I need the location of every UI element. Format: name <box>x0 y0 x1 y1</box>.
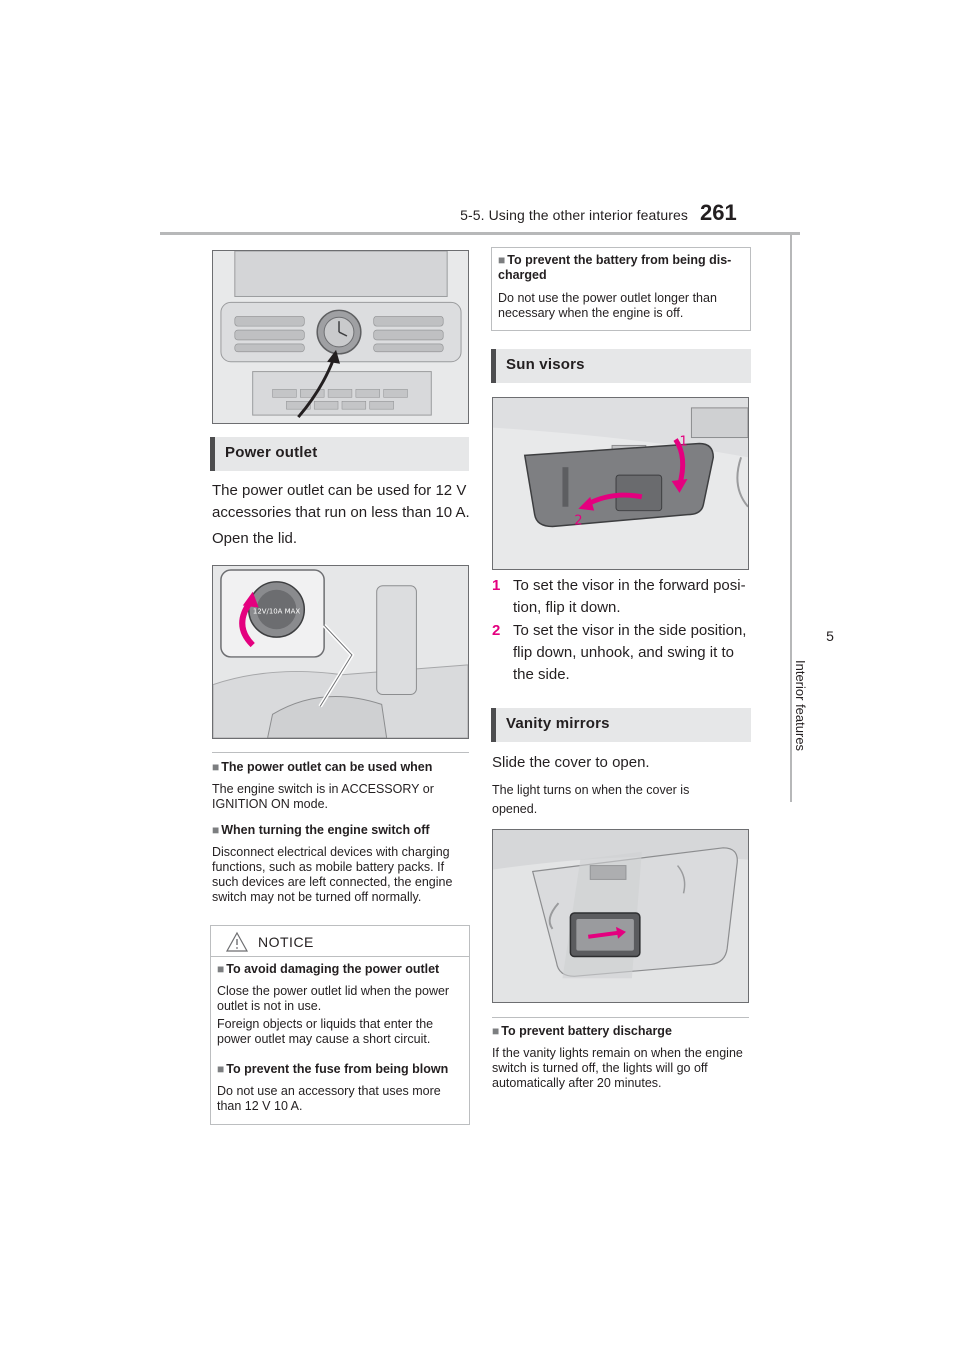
section-title: 5-5. Using the other interior features <box>460 207 688 223</box>
header-rule <box>160 232 800 235</box>
sun-visors-heading: Sun visors <box>491 349 751 383</box>
discharge-text: If the vanity lights remain on when the … <box>492 1046 743 1090</box>
step1-text: To set the visor in the forward posi-tio… <box>513 577 746 616</box>
usable-when-heading: ■The power outlet can be used when <box>212 760 472 774</box>
notice-item1-heading: ■To avoid damaging the power outlet <box>217 962 467 976</box>
battery-heading-text: To prevent the battery from being dis-ch… <box>498 253 732 282</box>
visor-callout-2: 2 <box>574 514 582 529</box>
notice-title: NOTICE <box>258 934 314 950</box>
discharge-heading-text: To prevent battery discharge <box>501 1024 672 1038</box>
power-outlet-illustration: 12V/10A MAX <box>212 565 469 739</box>
switch-off-heading-text: When turning the engine switch off <box>221 823 430 837</box>
power-outlet-heading-text: Power outlet <box>225 444 318 461</box>
notice-rule <box>211 956 469 957</box>
bullet-square-icon: ■ <box>217 962 225 976</box>
outlet-lid-label: 12V/10A MAX <box>253 607 300 615</box>
step1-number: 1 <box>492 577 501 594</box>
bullet-square-icon: ■ <box>212 760 220 774</box>
note-rule <box>212 752 469 753</box>
switch-off-text: Disconnect electrical devices with charg… <box>212 845 453 904</box>
vanity-mirror-illustration <box>492 829 749 1003</box>
battery-text: Do not use the power outlet longer than … <box>498 291 717 320</box>
switch-off-heading: ■When turning the engine switch off <box>212 823 472 837</box>
bullet-square-icon: ■ <box>217 1062 225 1076</box>
vanity-mirrors-heading-text: Vanity mirrors <box>506 715 610 732</box>
visor-callout-1: 1 <box>680 434 688 449</box>
usable-when-heading-text: The power outlet can be used when <box>221 760 433 774</box>
side-rule <box>790 232 792 802</box>
vanity-note-rule <box>492 1017 749 1018</box>
step2-text: To set the visor in the side position, f… <box>513 622 747 683</box>
notice-item1-text-b: Foreign objects or liquids that enter th… <box>217 1017 434 1046</box>
notice-box: NOTICE ■To avoid damaging the power outl… <box>210 925 470 1125</box>
chapter-number: 5 <box>826 628 834 644</box>
notice-item1-text-a: Close the power outlet lid when the powe… <box>217 984 450 1013</box>
bullet-square-icon: ■ <box>498 253 506 267</box>
notice-item2-heading: ■To prevent the fuse from being blown <box>217 1062 467 1076</box>
chapter-label: Interior features <box>793 660 825 800</box>
chapter-label-text: Interior features <box>793 660 808 752</box>
warning-triangle-icon <box>225 931 249 953</box>
notice-item2-text: Do not use an accessory that uses more t… <box>217 1084 441 1113</box>
dashboard-clock-illustration <box>212 250 469 424</box>
power-outlet-description: The power outlet can be used for 12 V ac… <box>212 482 470 521</box>
usable-when-text: The engine switch is in ACCESSORY or IGN… <box>212 782 434 811</box>
step2-number: 2 <box>492 622 501 639</box>
open-lid-instruction: Open the lid. <box>212 530 298 547</box>
bullet-square-icon: ■ <box>212 823 220 837</box>
bullet-square-icon: ■ <box>492 1024 500 1038</box>
notice-item1-heading-text: To avoid damaging the power outlet <box>226 962 440 976</box>
sun-visors-heading-text: Sun visors <box>506 356 585 373</box>
discharge-heading: ■To prevent battery discharge <box>492 1024 752 1038</box>
battery-caution-box: ■To prevent the battery from being dis-c… <box>491 247 751 331</box>
power-outlet-heading: Power outlet <box>210 437 469 471</box>
sun-visor-illustration: 1 2 <box>492 397 749 570</box>
slide-cover-instruction: Slide the cover to open. <box>492 754 650 771</box>
notice-item2-heading-text: To prevent the fuse from being blown <box>226 1062 449 1076</box>
page-number: 261 <box>700 200 737 225</box>
light-note: The light turns on when the cover is ope… <box>492 783 690 816</box>
battery-heading: ■To prevent the battery from being dis-c… <box>498 253 746 283</box>
vanity-mirrors-heading: Vanity mirrors <box>491 708 751 742</box>
